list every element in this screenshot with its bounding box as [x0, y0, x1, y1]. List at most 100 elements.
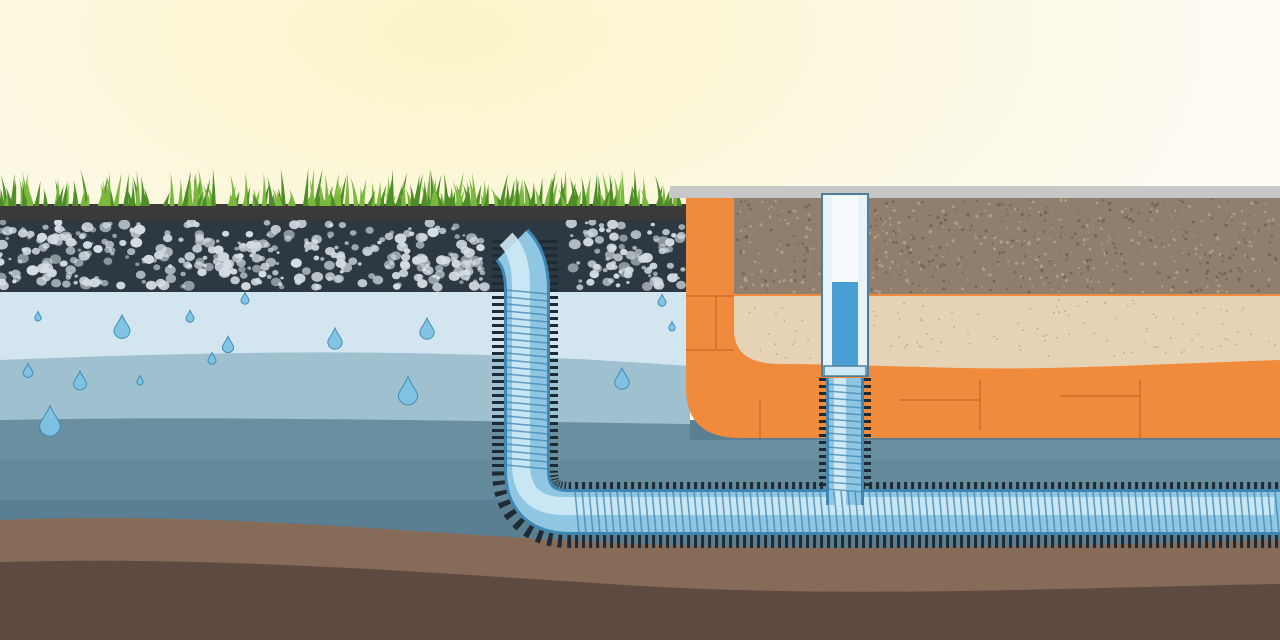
- gravel-stone-icon: [592, 264, 603, 273]
- soil-speckle: [942, 263, 946, 267]
- pipe-rib: [973, 490, 979, 534]
- fill-soil-layer: [734, 198, 1280, 294]
- gravel-stone-icon: [168, 264, 173, 269]
- pipe-rib: [686, 490, 692, 534]
- gravel-stone-icon: [393, 283, 401, 290]
- gravel-stone-icon: [194, 230, 205, 239]
- soil-speckle: [1158, 272, 1162, 275]
- gravel-stone-icon: [602, 268, 608, 273]
- soil-speckle: [885, 212, 887, 214]
- soil-speckle: [1042, 283, 1046, 286]
- soil-speckle: [1185, 268, 1189, 272]
- soil-speckle: [740, 286, 743, 289]
- pipe-rib: [924, 490, 930, 534]
- soil-speckle: [752, 283, 755, 287]
- soil-speckle: [1123, 216, 1126, 220]
- soil-speckle: [1101, 243, 1103, 246]
- soil-speckle: [936, 216, 940, 220]
- soil-speckle: [1209, 254, 1212, 258]
- soil-speckle: [1238, 233, 1241, 236]
- grass-blade-icon: [409, 184, 416, 206]
- soil-speckle: [1156, 271, 1159, 274]
- pipe-rib: [742, 490, 748, 534]
- pipe-rib: [931, 490, 937, 534]
- pipe-rib: [505, 415, 549, 421]
- grass-blade-icon: [80, 185, 86, 206]
- soil-speckle: [1006, 213, 1009, 216]
- sand-speckle: [1114, 317, 1117, 320]
- soil-speckle: [928, 213, 932, 217]
- soil-speckle: [908, 251, 912, 255]
- soil-speckle: [874, 213, 877, 215]
- pipe-rib: [826, 488, 864, 493]
- sand-speckle: [930, 338, 933, 340]
- soil-speckle: [1246, 227, 1249, 230]
- soil-speckle: [1101, 199, 1105, 202]
- soil-speckle: [923, 289, 927, 292]
- soil-speckle: [1234, 247, 1238, 251]
- soil-speckle: [1042, 230, 1046, 234]
- soil-speckle: [998, 202, 1002, 207]
- grass-blade-icon: [379, 195, 385, 206]
- soil-speckle: [1181, 200, 1185, 204]
- pipe-rib: [1260, 490, 1266, 534]
- soil-speckle: [1250, 201, 1254, 205]
- soil-speckle: [1039, 276, 1043, 279]
- soil-speckle: [930, 245, 933, 248]
- gravel-stone-icon: [130, 237, 143, 248]
- soil-speckle: [1030, 274, 1033, 277]
- gravel-stone-icon: [145, 280, 157, 290]
- soil-speckle: [1143, 236, 1146, 239]
- gravel-stone-icon: [357, 279, 368, 288]
- soil-speckle: [979, 242, 983, 246]
- soil-speckle: [1103, 251, 1106, 254]
- soil-speckle: [909, 248, 913, 252]
- pipe-rib: [763, 490, 769, 534]
- pipe-rib: [1211, 490, 1217, 534]
- soil-speckle: [934, 267, 937, 270]
- soil-speckle: [992, 279, 996, 283]
- soil-speckle: [1106, 262, 1108, 265]
- grass-blade-icon: [54, 195, 60, 206]
- pipe-rib: [505, 338, 549, 344]
- soil-speckle: [776, 214, 779, 217]
- soil-speckle: [1060, 253, 1062, 255]
- soil-speckle: [1263, 223, 1267, 227]
- soil-speckle: [912, 256, 914, 258]
- soil-speckle: [1145, 231, 1148, 233]
- sand-speckle: [1145, 327, 1148, 330]
- soil-speckle: [1077, 212, 1079, 214]
- gravel-stone-icon: [215, 239, 220, 243]
- gravel-stone-icon: [51, 239, 58, 245]
- soil-speckle: [743, 225, 746, 227]
- gravel-stone-icon: [398, 269, 409, 278]
- gravel-stone-icon: [618, 244, 625, 250]
- soil-speckle: [1223, 271, 1227, 275]
- soil-speckle: [819, 269, 821, 272]
- soil-speckle: [1048, 237, 1051, 240]
- sand-speckle: [1104, 301, 1107, 303]
- soil-speckle: [1057, 287, 1060, 290]
- soil-speckle: [780, 250, 783, 253]
- soil-speckle: [1092, 267, 1095, 270]
- pipe-rib: [749, 490, 755, 534]
- soil-speckle: [936, 265, 939, 268]
- soil-speckle: [1227, 200, 1229, 203]
- soil-speckle: [886, 243, 889, 246]
- soil-speckle: [778, 244, 781, 247]
- soil-speckle: [793, 256, 795, 258]
- sand-speckle: [1056, 337, 1058, 339]
- soil-speckle: [1149, 210, 1152, 214]
- soil-speckle: [1083, 243, 1086, 246]
- soil-speckle: [1153, 204, 1157, 208]
- soil-speckle: [1274, 257, 1278, 261]
- soil-speckle: [885, 271, 888, 274]
- pipe-rib: [1099, 490, 1105, 534]
- soil-speckle: [1098, 216, 1102, 220]
- gravel-stone-icon: [324, 260, 335, 270]
- pipe-rib: [1169, 490, 1175, 534]
- soil-speckle: [1136, 241, 1140, 245]
- soil-speckle: [883, 239, 886, 242]
- pipe-rib: [1134, 490, 1140, 534]
- gravel-stone-icon: [229, 268, 238, 275]
